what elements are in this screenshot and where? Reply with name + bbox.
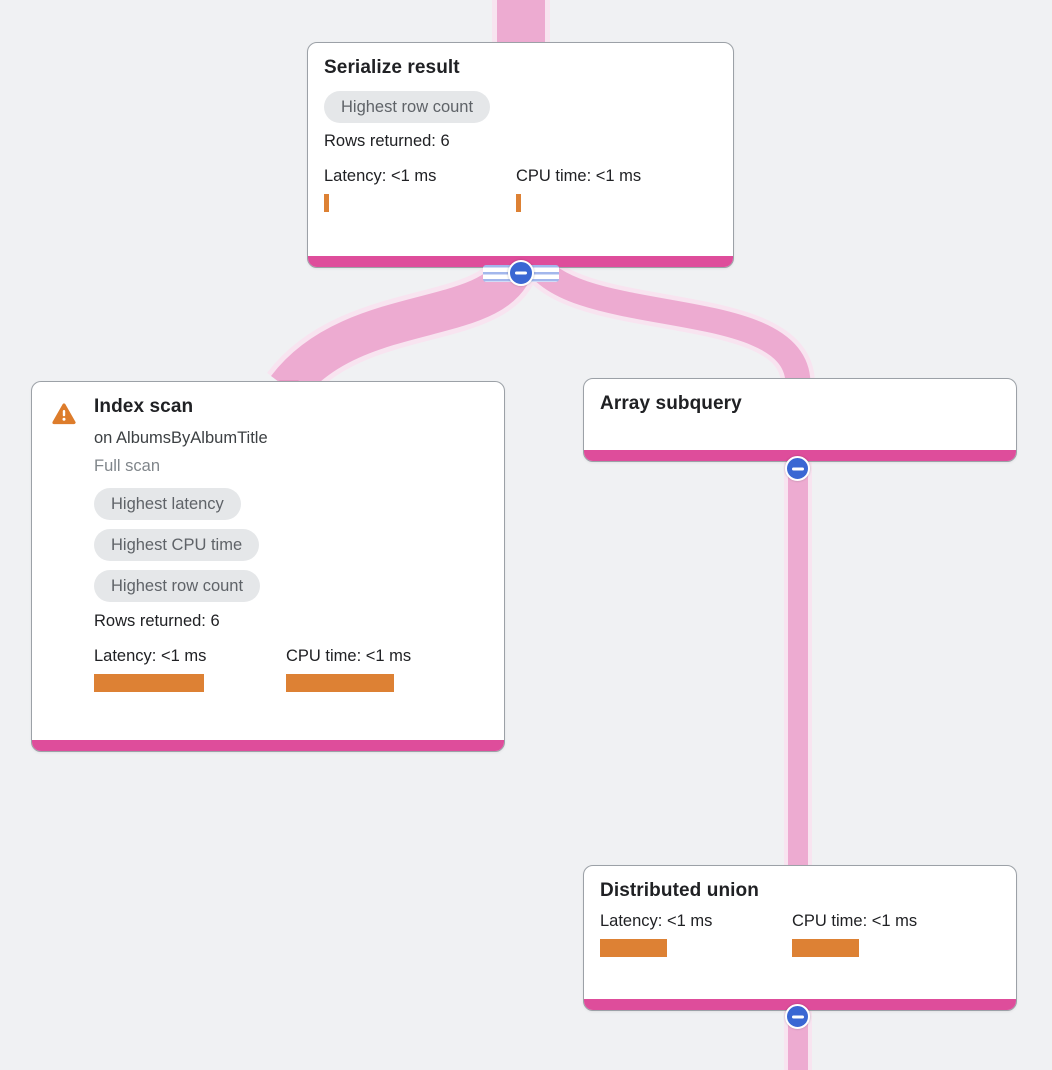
node-title: Distributed union bbox=[600, 880, 759, 901]
minus-icon bbox=[515, 271, 527, 275]
warning-triangle-icon bbox=[52, 403, 76, 425]
latency-bar bbox=[324, 194, 329, 212]
cpu-time-bar bbox=[286, 674, 394, 692]
cpu-time-label: CPU time: <1 ms bbox=[286, 647, 412, 665]
node-accent-bar bbox=[32, 740, 504, 751]
node-title: Index scan bbox=[94, 396, 194, 417]
plan-node-distributed-union[interactable]: Distributed union Latency: <1 ms CPU tim… bbox=[583, 865, 1017, 1011]
badge-highest-row-count: Highest row count bbox=[324, 91, 491, 123]
node-title: Array subquery bbox=[600, 393, 742, 414]
metrics-row: Latency: <1 ms CPU time: <1 ms bbox=[94, 646, 488, 692]
latency-bar bbox=[600, 939, 667, 957]
badge-highest-latency: Highest latency bbox=[94, 488, 241, 520]
edge-serialize-to-arraysubquery bbox=[521, 251, 811, 386]
rows-returned-text: Rows returned: 6 bbox=[324, 132, 450, 150]
collapse-button-serialize-result[interactable] bbox=[508, 260, 534, 286]
latency-label: Latency: <1 ms bbox=[324, 167, 437, 185]
badge-highest-cpu-time: Highest CPU time bbox=[94, 529, 260, 561]
latency-label: Latency: <1 ms bbox=[600, 912, 713, 930]
plan-node-index-scan[interactable]: Index scan on AlbumsByAlbumTitle Full sc… bbox=[31, 381, 505, 752]
index-target-text: on AlbumsByAlbumTitle bbox=[94, 429, 268, 447]
metrics-row: Latency: <1 ms CPU time: <1 ms bbox=[324, 166, 717, 212]
minus-icon bbox=[791, 1015, 804, 1018]
minus-icon bbox=[791, 467, 804, 470]
collapse-button-distributed-union[interactable] bbox=[785, 1004, 810, 1029]
badge-highest-row-count: Highest row count bbox=[94, 570, 261, 602]
plan-node-serialize-result[interactable]: Serialize result Highest row count Rows … bbox=[307, 42, 734, 268]
cpu-time-bar bbox=[516, 194, 521, 212]
metrics-row: Latency: <1 ms CPU time: <1 ms bbox=[600, 911, 1000, 957]
cpu-time-bar bbox=[792, 939, 859, 957]
cpu-time-label: CPU time: <1 ms bbox=[516, 167, 642, 185]
latency-label: Latency: <1 ms bbox=[94, 647, 207, 665]
node-title: Serialize result bbox=[324, 57, 460, 78]
collapse-button-array-subquery[interactable] bbox=[785, 456, 810, 481]
cpu-time-label: CPU time: <1 ms bbox=[792, 912, 918, 930]
plan-node-array-subquery[interactable]: Array subquery bbox=[583, 378, 1017, 462]
scan-type-text: Full scan bbox=[94, 457, 161, 475]
rows-returned-text: Rows returned: 6 bbox=[94, 612, 220, 630]
latency-bar bbox=[94, 674, 204, 692]
node-accent-bar bbox=[584, 450, 1016, 461]
